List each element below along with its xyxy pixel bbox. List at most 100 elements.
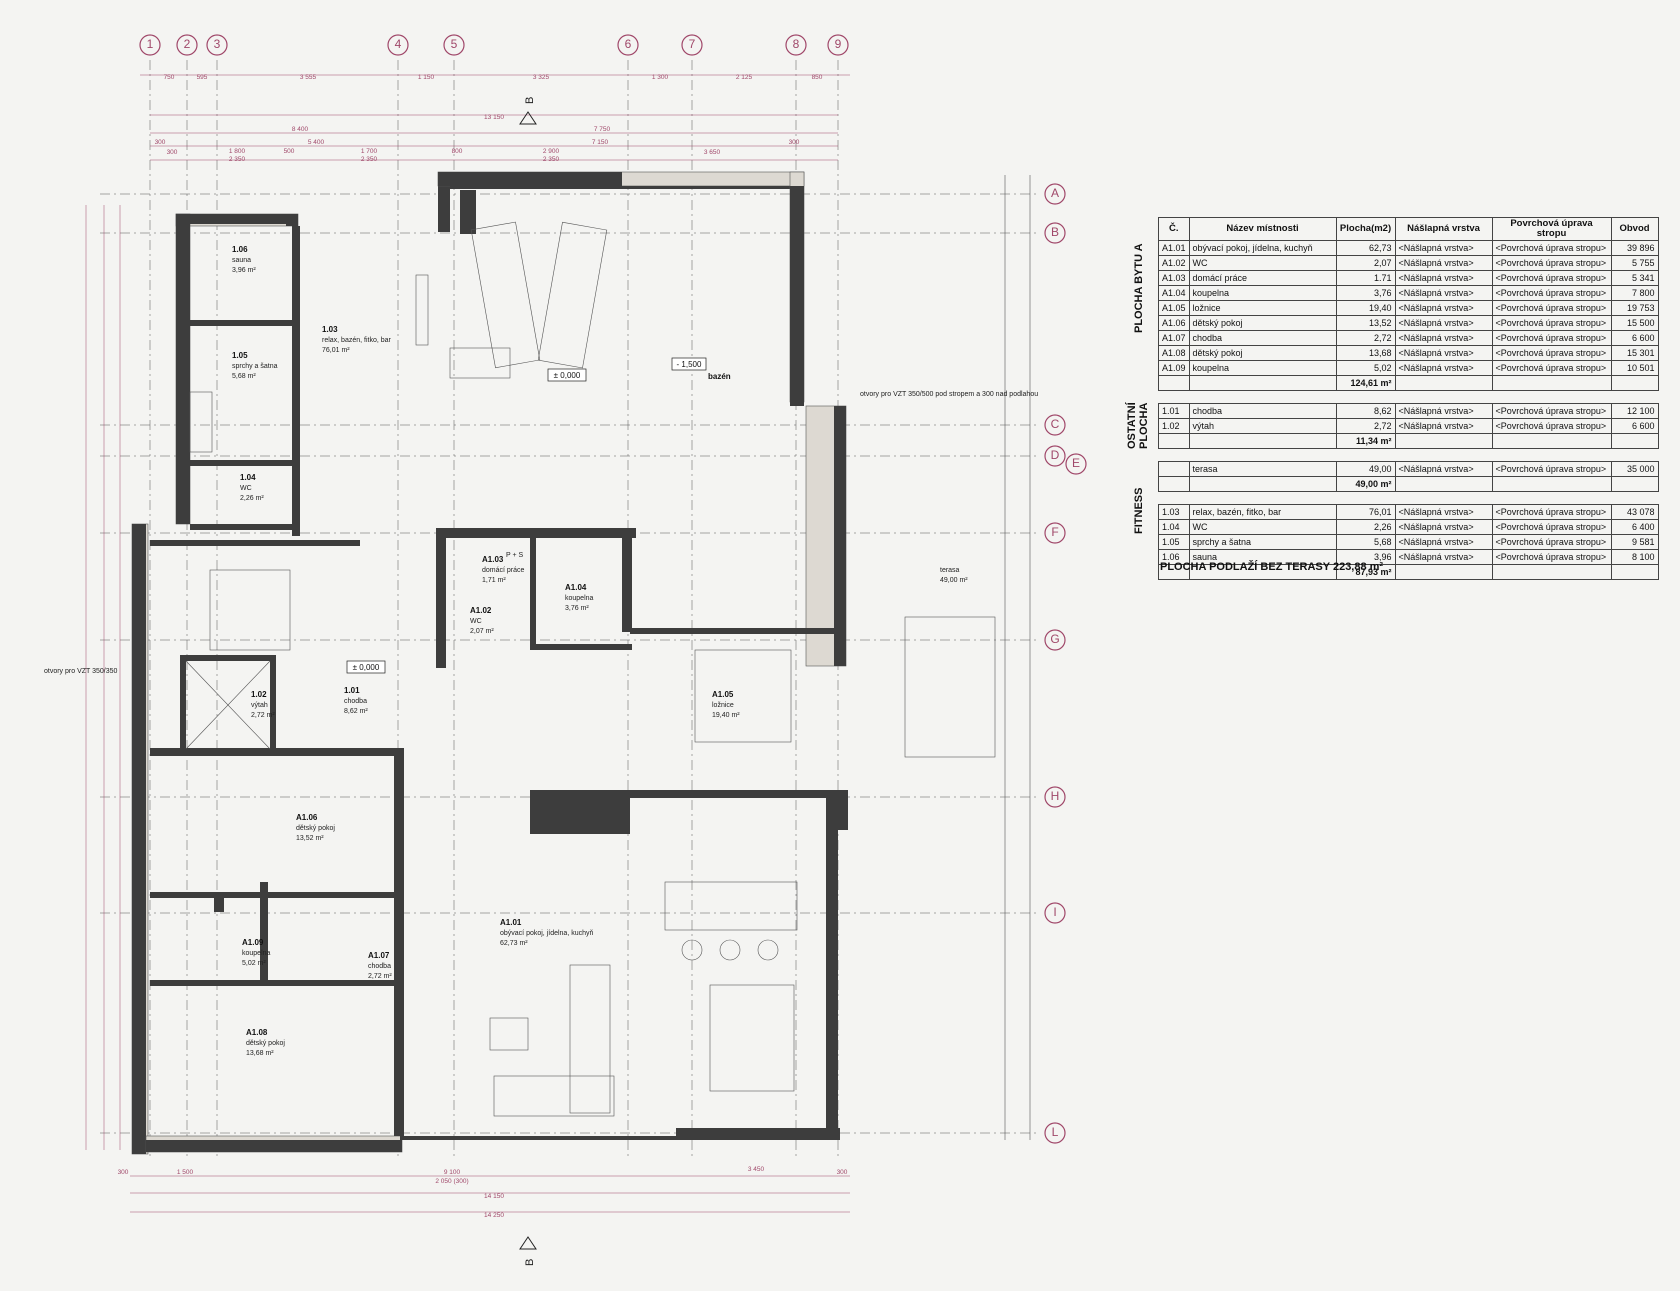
table-subtotal-row: 11,34 m² [1158,433,1659,449]
table-subtotal-row: 124,61 m² [1158,375,1659,391]
dim-top-5-5: 2 350 [361,156,378,163]
table-cell: 11,34 m² [1335,433,1396,449]
table-cell [1610,476,1659,492]
dim-top-5-3: 500 [284,148,295,155]
table-cell: 62,73 [1335,240,1396,256]
table-cell: 5 755 [1610,255,1659,271]
room-1-06-name: sauna [232,257,251,264]
grid-row-D: D [1051,448,1060,462]
table-cell: A1.02 [1158,255,1190,271]
room-A1-07-name: chodba [368,963,391,970]
table-cell: <Nášlapná vrstva> [1394,345,1493,361]
bottom-dimensions: 300 1 500 9 100 2 050 (300) 3 450 300 14… [118,1166,850,1219]
table-cell: A1.08 [1158,345,1190,361]
table-cell: 7 800 [1610,285,1659,301]
table-cell: <Povrchová úprava stropu> [1491,255,1612,271]
table-cell: relax, bazén, fitko, bar [1188,504,1337,520]
dim-top-2-0: 13 150 [484,114,504,121]
table-cell: 13,52 [1335,315,1396,331]
table-cell [1491,375,1612,391]
dim-bottom-6: 14 150 [484,1193,504,1200]
grid-column-markers: 1 2 3 4 5 6 7 8 9 [139,34,849,56]
table-cell: 6 600 [1610,330,1659,346]
room-1-01-area: 8,62 m² [344,708,368,715]
table-cell: WC [1188,519,1337,535]
table-cell: <Nášlapná vrstva> [1394,504,1493,520]
table-cell [1158,476,1190,492]
room-A1-09-name: koupelna [242,950,271,957]
grid-row-A: A [1051,186,1059,200]
dim-top-4-3: 300 [789,139,800,146]
table-cell: <Nášlapná vrstva> [1394,403,1493,419]
walls [131,171,848,1155]
header-floor-layer: Nášlapná vrstva [1394,217,1493,241]
table-cell: domácí práce [1188,270,1337,286]
room-A1-08-area: 13,68 m² [246,1050,274,1057]
dim-top-5-8: 2 350 [543,156,560,163]
dim-top-4-1: 5 400 [308,139,325,146]
table-cell [1610,564,1659,580]
table-cell: obývací pokoj, jídelna, kuchyň [1188,240,1337,256]
table-cell: <Nášlapná vrstva> [1394,255,1493,271]
table-cell: chodba [1188,330,1337,346]
table-cell [1158,433,1190,449]
dim-bottom-7: 14 250 [484,1212,504,1219]
room-1-02-area: 2,72 m² [251,712,275,719]
grid-row-markers: A B C D E F G H I L [1044,183,1087,1144]
grid-row-H: H [1051,789,1060,803]
room-A1-03-code: A1.03 [482,555,504,564]
grid-col-2: 2 [184,37,191,51]
table-gap-row [1159,391,1659,404]
header-area: Plocha(m2) [1335,217,1396,241]
dim-bottom-4: 3 450 [748,1166,765,1173]
top-dimensions: 750 595 3 555 1 150 3 325 1 300 2 125 85… [140,74,850,163]
table-cell: 49,00 m² [1335,476,1396,492]
level-corridor: ± 0,000 [353,663,380,672]
table-cell [1610,433,1659,449]
room-A1-01-code: A1.01 [500,918,522,927]
dim-bottom-1: 1 500 [177,1169,194,1176]
room-A1-07-area: 2,72 m² [368,973,392,980]
group-label-fitness: FITNESS [1133,487,1145,535]
table-cell: <Nášlapná vrstva> [1394,315,1493,331]
table-cell: A1.06 [1158,315,1190,331]
table-cell: A1.03 [1158,270,1190,286]
table-cell: 15 500 [1610,315,1659,331]
table-cell: dětský pokoj [1188,315,1337,331]
table-cell: <Nášlapná vrstva> [1394,270,1493,286]
note-vzt-1: otvory pro VZT 350/500 pod stropem a 300… [860,391,1038,398]
room-A1-08-name: dětský pokoj [246,1040,285,1047]
table-cell [1491,433,1612,449]
dim-top-5-0: 300 [167,149,178,156]
table-cell: 5,02 [1335,360,1396,376]
note-p-s: P + S [506,552,524,559]
grid-col-3: 3 [214,37,221,51]
dim-top-3-0: 8 400 [292,126,309,133]
room-pool-name: bazén [708,372,731,381]
table-cell: <Povrchová úprava stropu> [1491,315,1612,331]
room-1-05-name: sprchy a šatna [232,363,278,370]
table-cell: 1.03 [1158,504,1190,520]
grid-row-B: B [1051,225,1059,239]
total-floor-area: PLOCHA PODLAŽÍ BEZ TERASY 223,88 m² [1160,561,1384,573]
room-A1-02-area: 2,07 m² [470,628,494,635]
table-cell: <Nášlapná vrstva> [1394,461,1493,477]
table-cell [1394,433,1493,449]
dim-top-1-7: 850 [812,74,823,81]
room-1-05-area: 5,68 m² [232,373,256,380]
table-cell: 1.01 [1158,403,1190,419]
grid-col-4: 4 [395,37,402,51]
table-cell: 5 341 [1610,270,1659,286]
room-A1-01-name: obývací pokoj, jídelna, kuchyň [500,930,593,937]
room-A1-05-area: 19,40 m² [712,712,740,719]
room-1-01-name: chodba [344,698,367,705]
room-A1-04-code: A1.04 [565,583,587,592]
dim-top-1-6: 2 125 [736,74,753,81]
level-pool-deck: ± 0,000 [554,371,581,380]
room-A1-04-name: koupelna [565,595,594,602]
